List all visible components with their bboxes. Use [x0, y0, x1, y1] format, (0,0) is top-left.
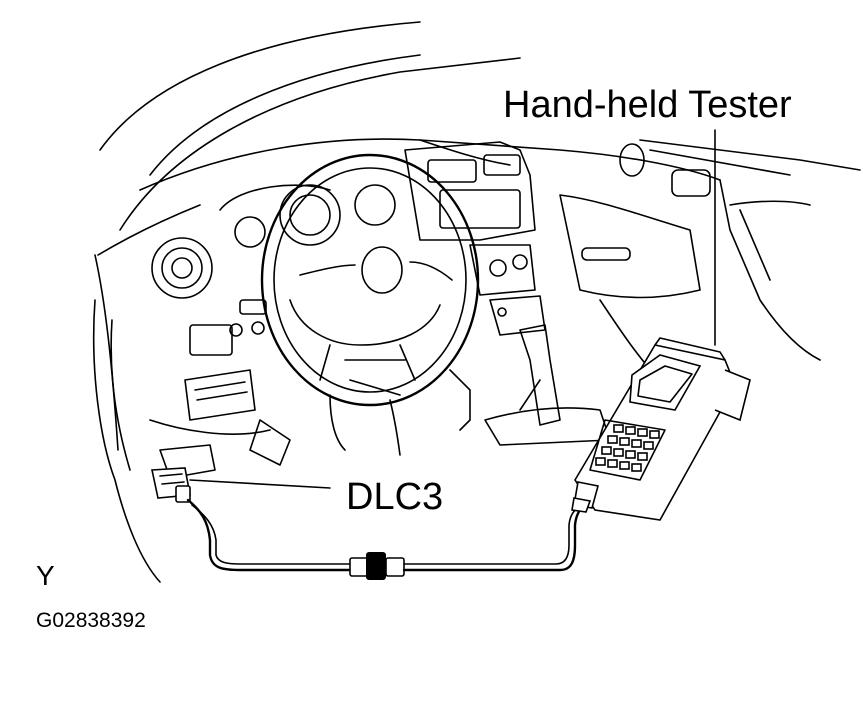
lower-dash-switches: [149, 299, 271, 479]
dashboard-outline: [139, 138, 861, 361]
shift-lever: [484, 324, 611, 446]
door-frame: [92, 299, 161, 583]
figure-id-label: G02838392: [36, 609, 146, 632]
steering-column: [249, 369, 471, 466]
windshield-pillar: [94, 21, 521, 451]
view-code-label: Y: [36, 560, 55, 591]
dlc3-leader-line: [189, 479, 331, 489]
dlc3-label: DLC3: [346, 476, 444, 518]
tester-label: Hand-held Tester: [503, 84, 792, 126]
hand-held-tester: [571, 337, 751, 521]
dlc3-connector: [151, 467, 191, 503]
tester-keypad: [595, 424, 660, 472]
instrument-cluster: [151, 184, 396, 299]
steering-wheel: [260, 153, 480, 407]
